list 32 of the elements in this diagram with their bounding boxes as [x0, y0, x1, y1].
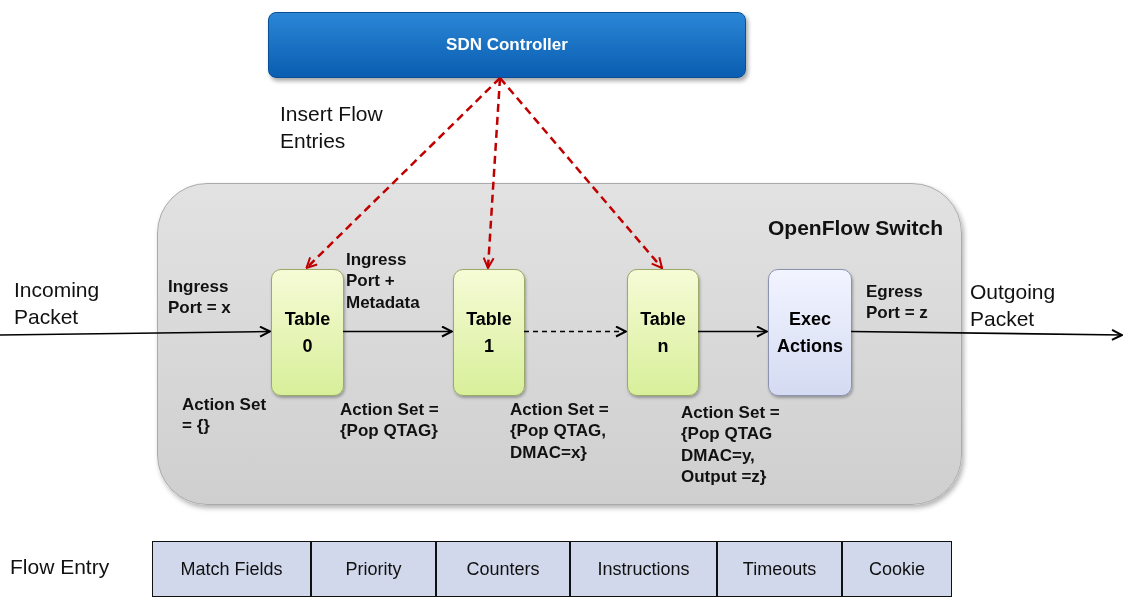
dashed-arrow: [523, 325, 627, 338]
table-cell: Priority: [311, 541, 436, 597]
arrow: [342, 325, 453, 338]
edge-label: Ingress Port + Metadata: [346, 249, 421, 313]
arrow: [697, 325, 768, 338]
arrow: [850, 328, 1123, 341]
table-cell: Instructions: [570, 541, 717, 597]
action-set-label: Action Set = {Pop QTAG DMAC=y, Output =z}: [681, 402, 781, 487]
table-cell: Cookie: [842, 541, 952, 597]
annotation-text: Insert Flow Entries: [280, 101, 384, 155]
table-cell: Timeouts: [717, 541, 842, 597]
edge-label: Incoming Packet: [14, 277, 101, 331]
switch-container: [157, 183, 962, 505]
action-set-label: Action Set = {Pop QTAG, DMAC=x}: [510, 399, 610, 463]
table-box: Table 1: [453, 269, 525, 396]
port-label: Egress Port = z: [866, 281, 929, 324]
row-label: Flow Entry: [10, 554, 111, 580]
port-label: Ingress Port = x: [168, 276, 232, 319]
action-box: Exec Actions: [768, 269, 852, 396]
action-set-label: Action Set = {Pop QTAG}: [340, 399, 440, 442]
dashed-arrow: [305, 77, 501, 269]
arrow: [0, 325, 271, 338]
table-box: Table n: [627, 269, 699, 396]
table-box: Table 0: [271, 269, 344, 396]
table-cell: Match Fields: [152, 541, 311, 597]
container-title: OpenFlow Switch: [768, 216, 943, 240]
edge-label: Outgoing Packet: [970, 279, 1057, 333]
dashed-arrow: [499, 77, 663, 269]
action-set-label: Action Set = {}: [182, 394, 268, 437]
dashed-arrow: [482, 77, 502, 269]
controller-box: SDN Controller: [268, 12, 746, 78]
table-cell: Counters: [436, 541, 570, 597]
